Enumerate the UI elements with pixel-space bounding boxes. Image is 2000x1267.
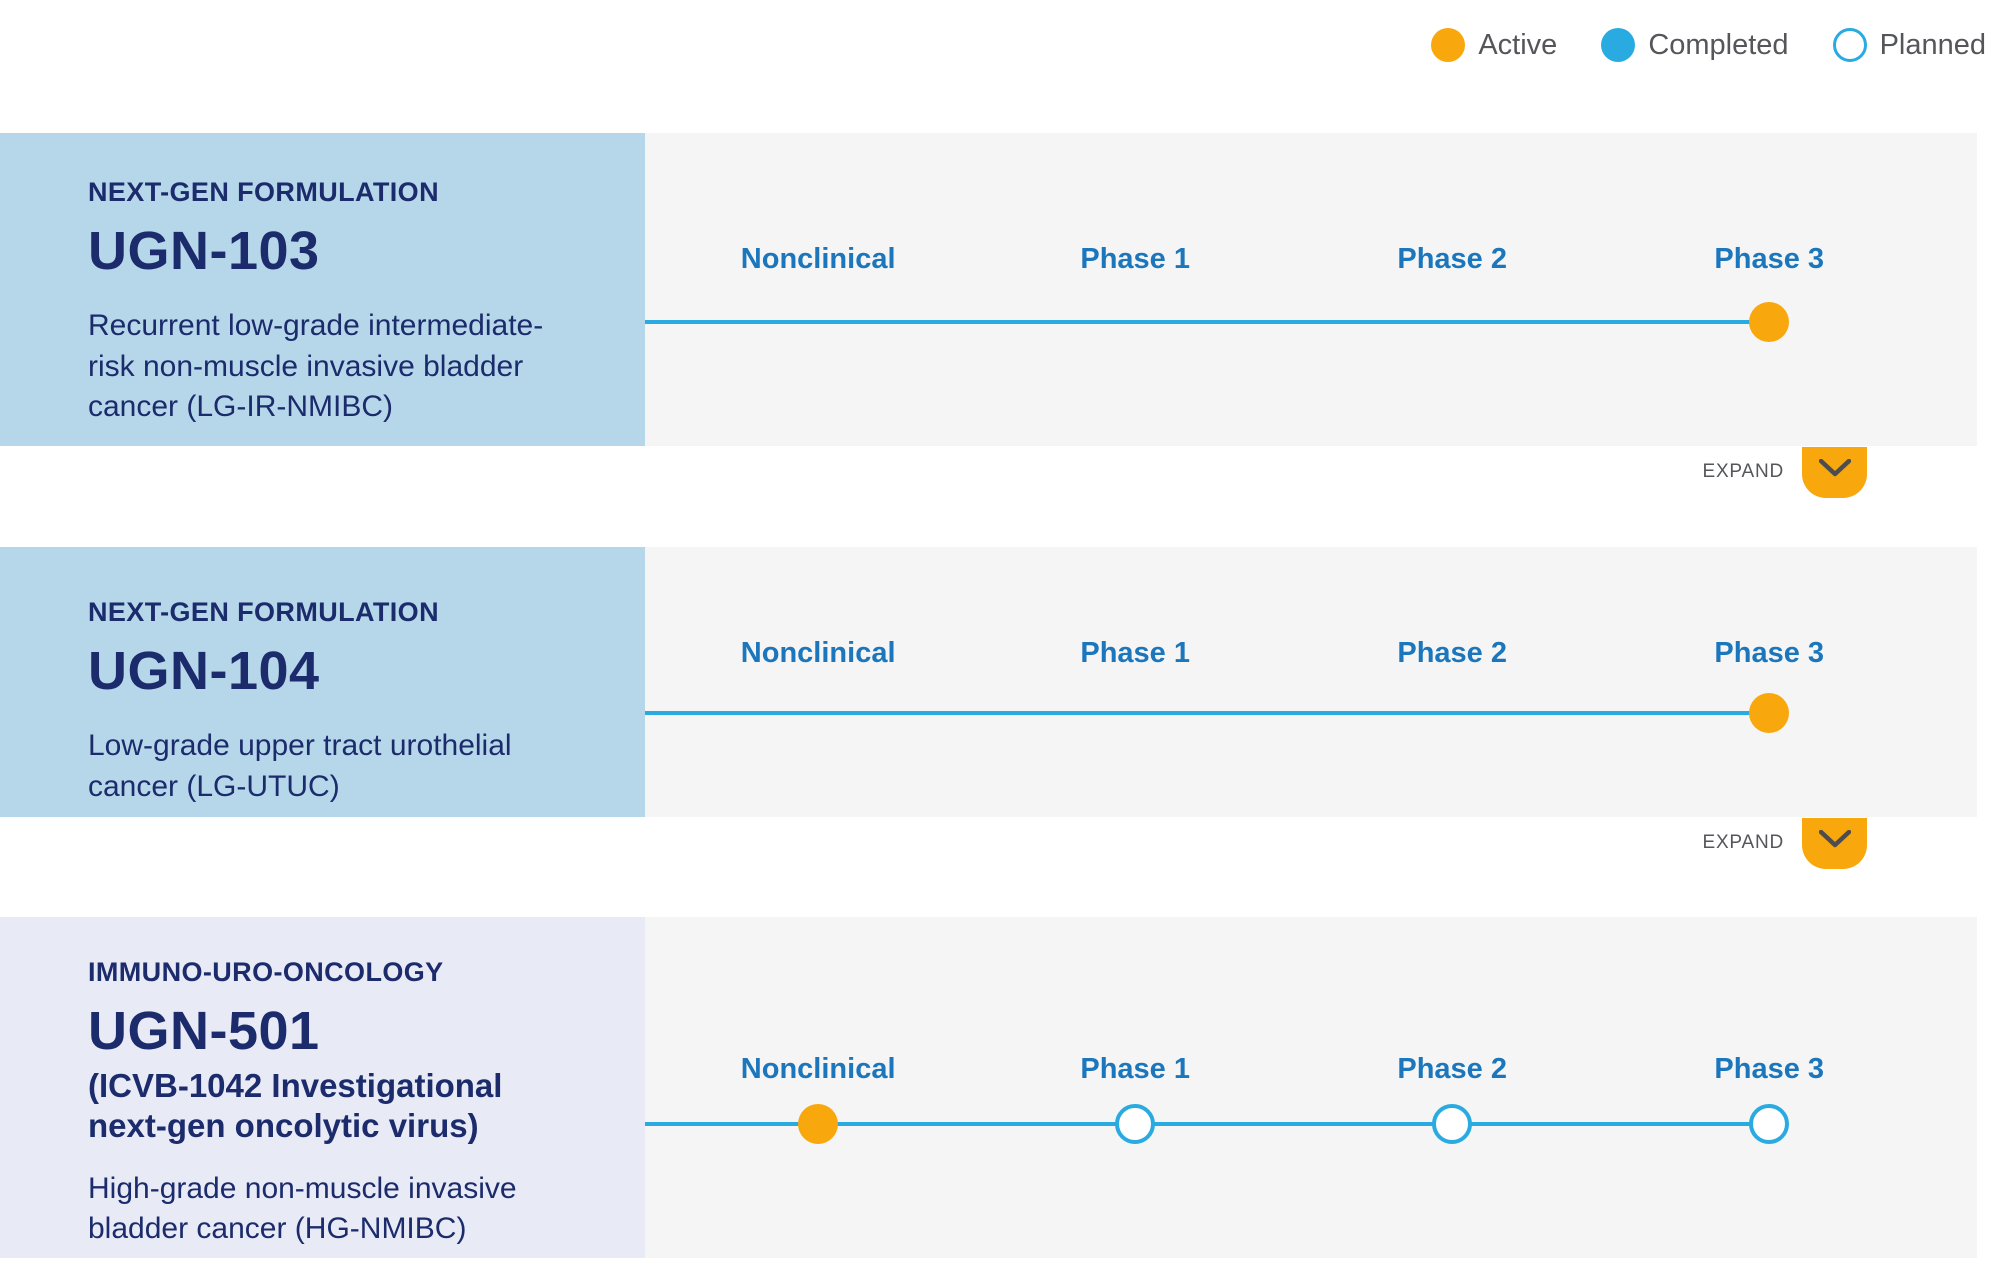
progress-line [645,711,1770,715]
expand-row-ugn-103: EXPAND [0,446,2000,498]
phase-label-phase-1: Phase 1 [1080,637,1190,669]
program-indication: Recurrent low-grade intermediate-risk no… [88,309,544,423]
phase-label-phase-3: Phase 3 [1714,243,1825,275]
phase-track: Nonclinical Phase 1 Phase 2 Phase 3 [645,133,1977,446]
phase-label-phase-2: Phase 2 [1397,1053,1508,1085]
status-legend: Active Completed Planned [1431,28,1986,62]
program-indication: High-grade non-muscle invasive bladder c… [88,1171,517,1246]
expand-button-ugn-104[interactable] [1802,817,1867,869]
pipeline-row-ugn-103: NEXT-GEN FORMULATION UGN-103 Recurrent l… [0,133,2000,446]
chevron-down-icon [1818,459,1851,477]
active-status-icon [1431,28,1466,62]
program-card-ugn-103: NEXT-GEN FORMULATION UGN-103 Recurrent l… [0,133,645,446]
program-subtitle: (ICVB-1042 Investigational next-gen onco… [88,1067,503,1145]
phase-label-phase-3: Phase 3 [1714,637,1825,669]
program-category: NEXT-GEN FORMULATION [88,177,439,207]
milestone-dot-planned [1115,1104,1156,1144]
legend-item-active: Active [1431,28,1557,62]
expand-label: EXPAND [1702,461,1784,482]
legend-item-planned: Planned [1832,28,1986,62]
phase-track: Nonclinical Phase 1 Phase 2 Phase 3 [645,917,1977,1258]
completed-status-icon [1601,28,1636,62]
program-card-ugn-501: IMMUNO-URO-ONCOLOGY UGN-501 (ICVB-1042 I… [0,917,645,1258]
milestone-dot-planned [1432,1104,1473,1144]
progress-line [645,320,1770,324]
legend-label: Active [1478,28,1558,61]
milestone-dot-active [1749,693,1790,733]
phase-label-nonclinical: Nonclinical [740,243,896,275]
phase-label-phase-2: Phase 2 [1397,243,1508,275]
legend-item-completed: Completed [1601,28,1789,62]
program-name: UGN-104 [88,641,320,701]
pipeline-row-ugn-501: IMMUNO-URO-ONCOLOGY UGN-501 (ICVB-1042 I… [0,917,2000,1258]
legend-label: Planned [1879,28,1986,61]
phase-track: Nonclinical Phase 1 Phase 2 Phase 3 [645,547,1977,817]
chevron-down-icon [1818,830,1851,848]
program-name: UGN-103 [88,221,320,281]
legend-label: Completed [1648,28,1789,61]
phase-label-phase-2: Phase 2 [1397,637,1508,669]
program-category: IMMUNO-URO-ONCOLOGY [88,957,444,987]
program-category: NEXT-GEN FORMULATION [88,597,439,627]
pipeline-row-ugn-104: NEXT-GEN FORMULATION UGN-104 Low-grade u… [0,547,2000,817]
progress-line [645,1122,1770,1126]
phase-label-phase-1: Phase 1 [1080,1053,1190,1085]
phase-label-nonclinical: Nonclinical [740,637,896,669]
expand-label: EXPAND [1702,832,1784,853]
expand-row-ugn-104: EXPAND [0,817,2000,869]
expand-button-ugn-103[interactable] [1802,446,1867,498]
phase-label-phase-1: Phase 1 [1080,243,1190,275]
milestone-dot-active [1749,302,1790,342]
phase-label-phase-3: Phase 3 [1714,1053,1825,1085]
planned-status-icon [1832,28,1867,62]
phase-label-nonclinical: Nonclinical [740,1053,896,1085]
program-name: UGN-501 [88,1001,320,1061]
program-indication: Low-grade upper tract urothelial cancer … [88,729,512,803]
program-card-ugn-104: NEXT-GEN FORMULATION UGN-104 Low-grade u… [0,547,645,817]
milestone-dot-active [798,1104,839,1144]
milestone-dot-planned [1749,1104,1790,1144]
